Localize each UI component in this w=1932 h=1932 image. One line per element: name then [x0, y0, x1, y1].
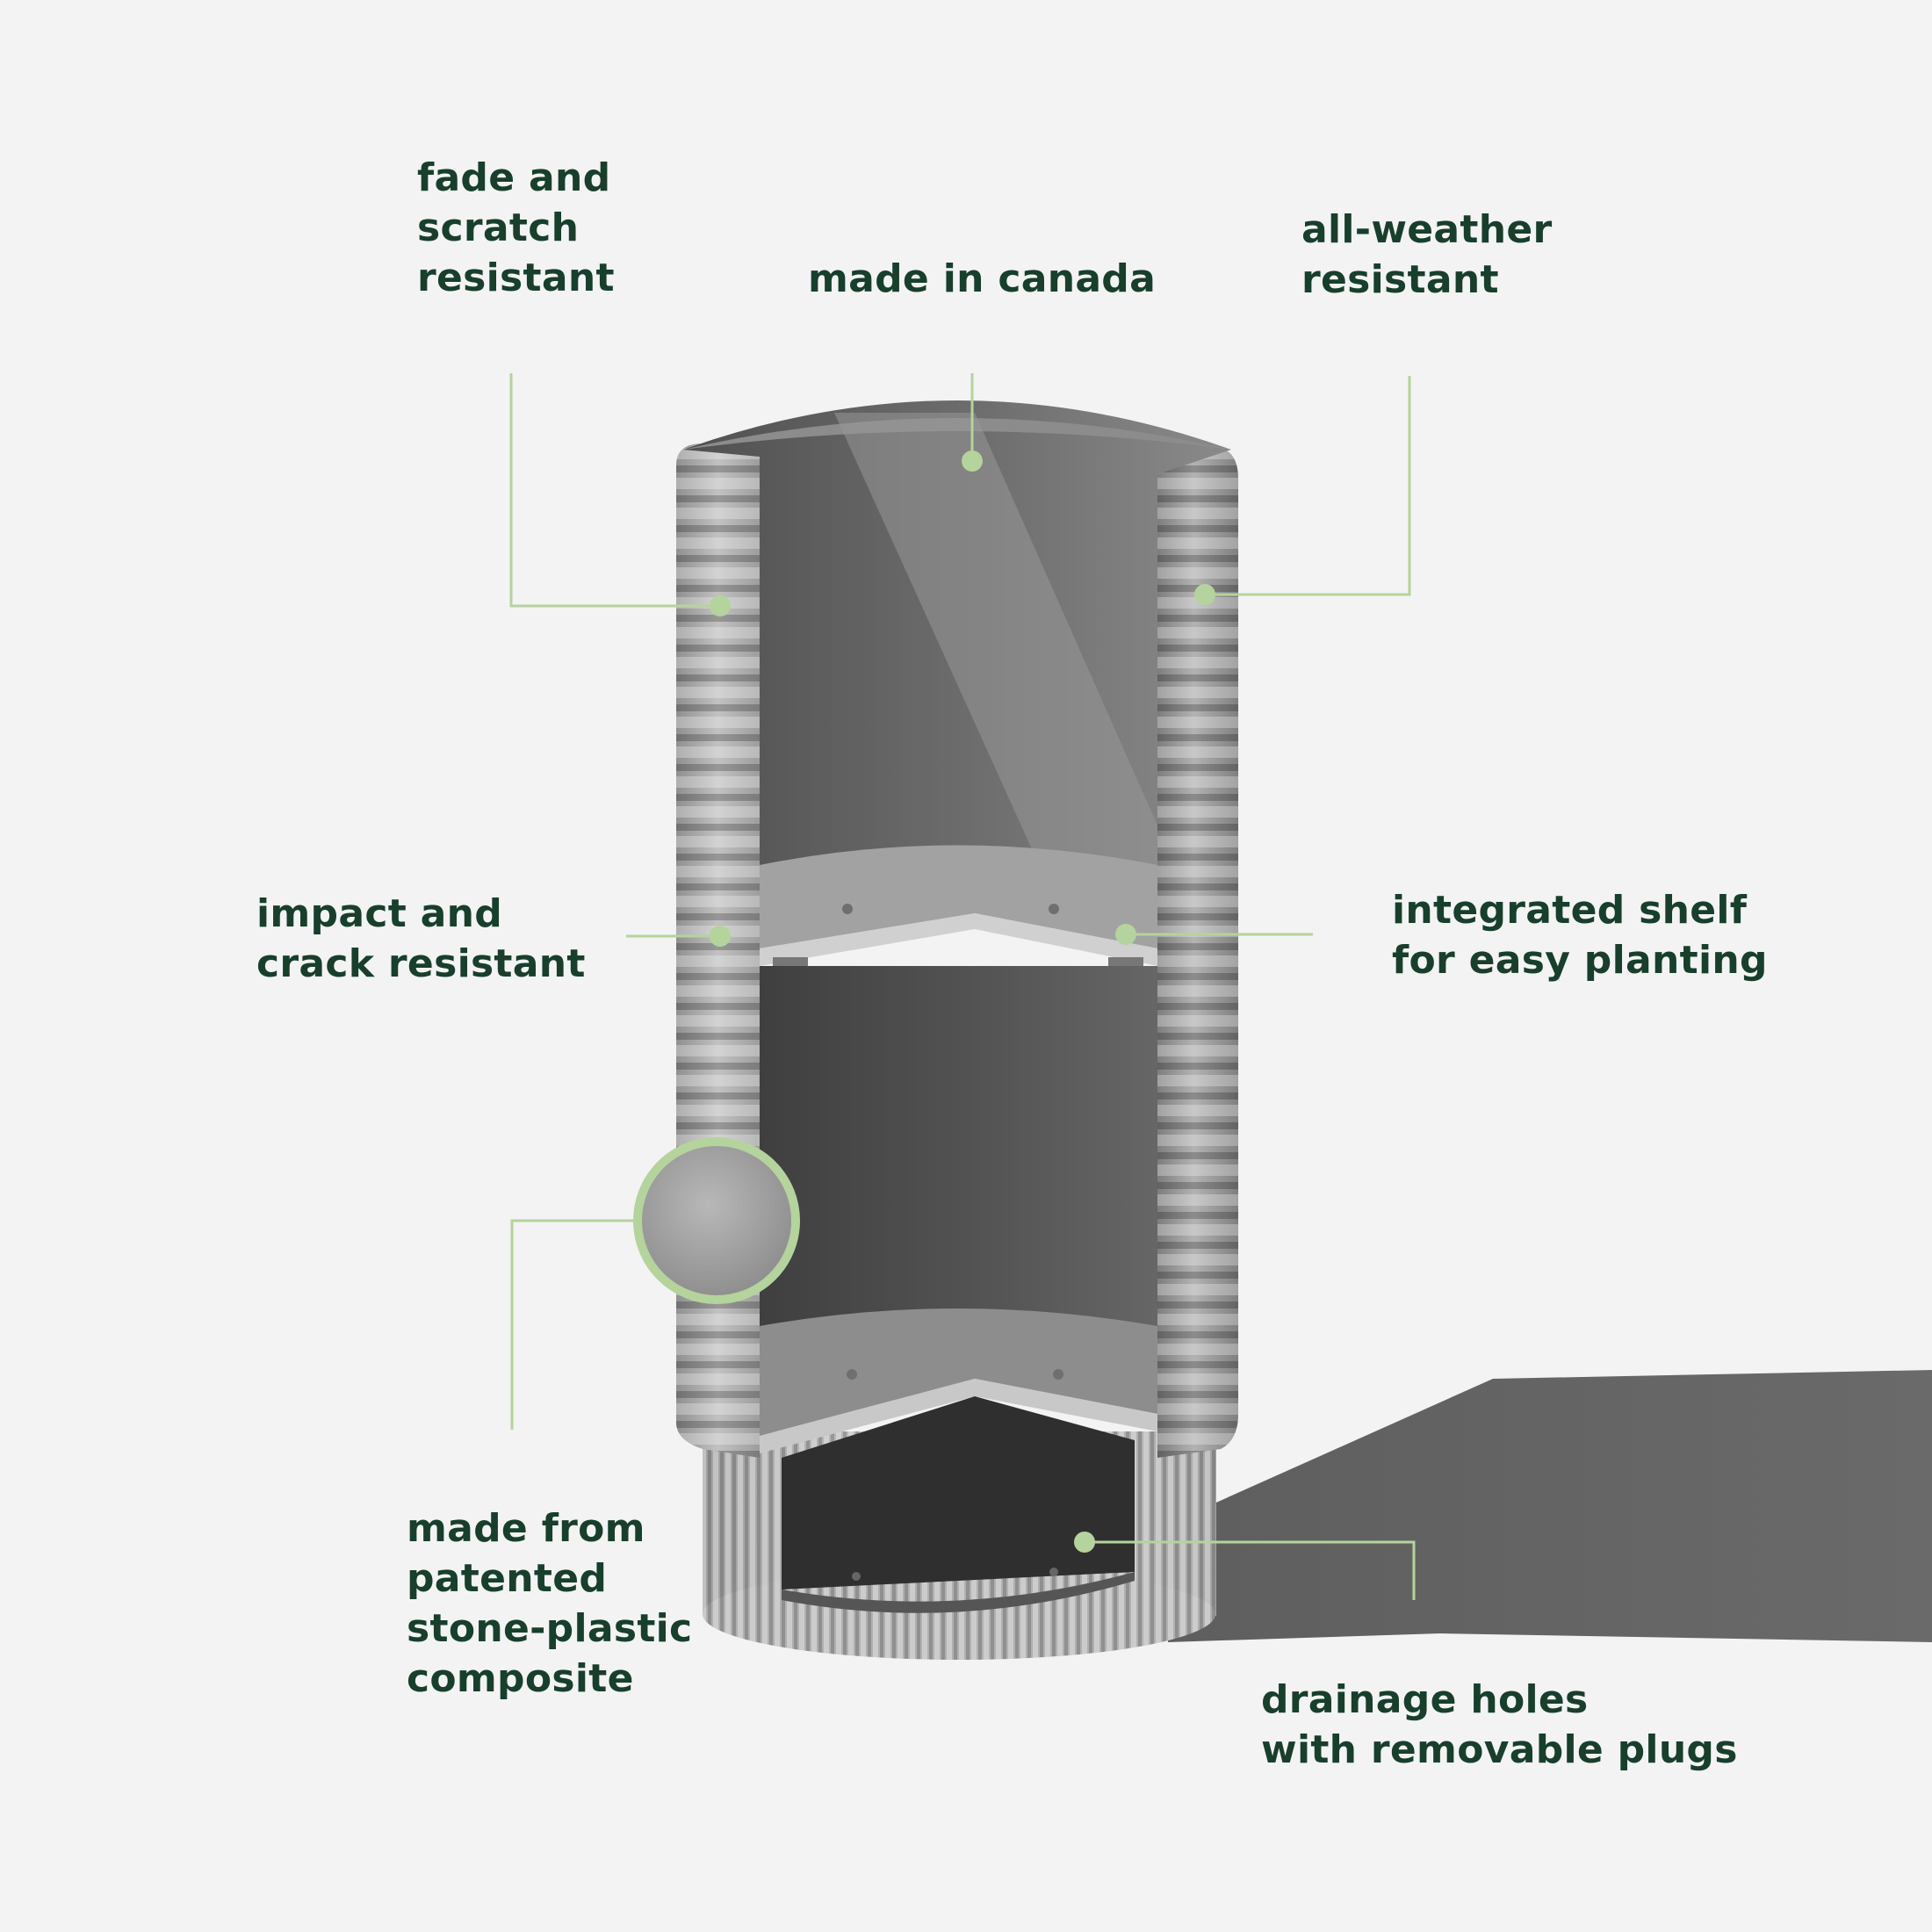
callout-line: drainage holes — [1261, 1677, 1589, 1722]
planter-wall-left — [676, 443, 760, 1458]
callout-drainage: drainage holes with removable plugs — [1261, 1675, 1738, 1775]
callout-line: scratch — [417, 205, 580, 250]
callout-made-in-canada: made in canada — [808, 254, 1156, 304]
dot-drainage — [1074, 1532, 1095, 1553]
upper-chamber — [683, 400, 1231, 878]
callout-impact-crack: impact and crack resistant — [256, 889, 586, 989]
callout-integrated-shelf: integrated shelf for easy planting — [1392, 885, 1768, 985]
middle-chamber — [760, 966, 1157, 1326]
dot-made-in-canada — [962, 451, 983, 472]
callout-line: for easy planting — [1392, 938, 1768, 983]
callout-line: made in canada — [808, 256, 1157, 301]
material-swatch — [633, 1137, 800, 1304]
leader-lines — [509, 373, 1416, 1600]
callout-line: with removable plugs — [1261, 1727, 1738, 1772]
callout-fade-scratch: fade and scratch resistant — [417, 153, 615, 303]
leader-all-weather — [1205, 376, 1411, 596]
callout-line: crack resistant — [256, 941, 586, 986]
leader-drainage — [1082, 1540, 1416, 1600]
callout-line: made from — [407, 1506, 645, 1551]
planter-wall-right — [1157, 450, 1238, 1458]
callout-line: all-weather — [1301, 207, 1553, 252]
callout-line: resistant — [1301, 257, 1499, 302]
callout-line: patented — [407, 1556, 608, 1601]
leader-stone-plastic — [510, 1219, 638, 1430]
callout-all-weather: all-weather resistant — [1301, 205, 1553, 305]
leader-fade-scratch — [509, 373, 720, 608]
dot-impact-crack — [710, 926, 731, 947]
callout-line: composite — [407, 1656, 634, 1701]
lower-shelf — [760, 1308, 1157, 1453]
leader-dots — [710, 451, 1215, 1553]
callout-line: resistant — [417, 256, 615, 300]
dot-integrated-shelf — [1115, 924, 1136, 945]
dot-all-weather — [1194, 584, 1215, 605]
reservoir-chamber — [782, 1396, 1135, 1613]
callout-line: impact and — [256, 891, 503, 936]
callout-line: stone-plastic — [407, 1606, 693, 1651]
cast-shadow — [1159, 1370, 1932, 1642]
dot-fade-scratch — [710, 595, 731, 616]
callout-line: fade and — [417, 155, 611, 200]
callout-stone-plastic: made from patented stone-plastic composi… — [407, 1503, 692, 1704]
callout-line: integrated shelf — [1392, 888, 1748, 933]
